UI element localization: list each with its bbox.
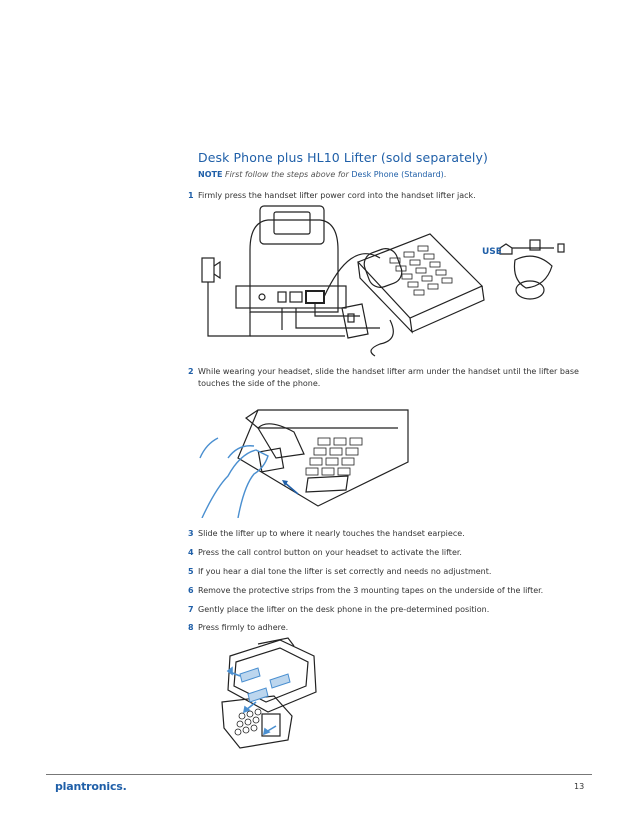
brand-logo: plantronics. bbox=[55, 780, 127, 793]
step-7: 7 Gently place the lifter on the desk pho… bbox=[188, 604, 588, 616]
step-text: Slide the lifter up to where it nearly t… bbox=[198, 529, 465, 538]
footer-rule bbox=[46, 774, 592, 775]
step-text: While wearing your headset, slide the ha… bbox=[198, 367, 579, 388]
desk-phone bbox=[356, 233, 484, 319]
step-number: 5 bbox=[188, 567, 194, 576]
figure-base-connection: USE bbox=[201, 205, 565, 357]
figure-mount-lifter bbox=[221, 637, 317, 749]
mounting-tape bbox=[247, 687, 269, 703]
step-text: If you hear a dial tone the lifter is se… bbox=[198, 567, 492, 576]
step-number: 8 bbox=[188, 623, 194, 632]
step-number: 7 bbox=[188, 605, 194, 614]
desk-phone bbox=[237, 409, 409, 507]
power-adapter bbox=[201, 257, 215, 283]
step-5: 5 If you hear a dial tone the lifter is s… bbox=[188, 566, 588, 578]
lifter-box bbox=[341, 303, 369, 339]
hand bbox=[199, 437, 269, 518]
step-number: 4 bbox=[188, 548, 194, 557]
step-number: 3 bbox=[188, 529, 194, 538]
headset-lifter bbox=[513, 255, 553, 289]
base-station bbox=[249, 219, 339, 313]
arrow-icon bbox=[283, 481, 299, 495]
step-text: Gently place the lifter on the desk phon… bbox=[198, 605, 490, 614]
step-6: 6 Remove the protective strips from the 3… bbox=[188, 585, 588, 597]
note-label: NOTE bbox=[198, 170, 223, 179]
mounting-tape bbox=[269, 673, 291, 689]
page-number: 13 bbox=[574, 782, 585, 791]
section-title: Desk Phone plus HL10 Lifter (sold separa… bbox=[198, 150, 488, 165]
note-ref: Desk Phone (Standard) bbox=[351, 170, 444, 179]
mounting-tape bbox=[239, 667, 261, 683]
step-number: 1 bbox=[188, 191, 194, 200]
step-4: 4 Press the call control button on your h… bbox=[188, 547, 588, 559]
note: NOTE First follow the steps above for De… bbox=[198, 170, 446, 179]
step-3: 3 Slide the lifter up to where it nearly … bbox=[188, 528, 588, 540]
arrow-icon bbox=[226, 666, 277, 736]
step-text: Press firmly to adhere. bbox=[198, 623, 289, 632]
phone-base bbox=[221, 695, 293, 749]
step-text: Press the call control button on your he… bbox=[198, 548, 462, 557]
step-number: 2 bbox=[188, 367, 194, 376]
step-1: 1 Firmly press the handset lifter power c… bbox=[188, 190, 588, 202]
figure-slide-lifter bbox=[199, 409, 409, 518]
step-2: 2 While wearing your headset, slide the h… bbox=[188, 366, 588, 390]
lifter bbox=[257, 447, 285, 473]
note-end: . bbox=[443, 170, 447, 179]
step-number: 6 bbox=[188, 586, 194, 595]
note-text: First follow the steps above for bbox=[224, 170, 349, 179]
step-8: 8 Press firmly to adhere. bbox=[188, 622, 588, 634]
step-text: Firmly press the handset lifter power co… bbox=[198, 191, 476, 200]
use-label: USE bbox=[482, 247, 502, 257]
step-text: Remove the protective strips from the 3 … bbox=[198, 586, 544, 595]
